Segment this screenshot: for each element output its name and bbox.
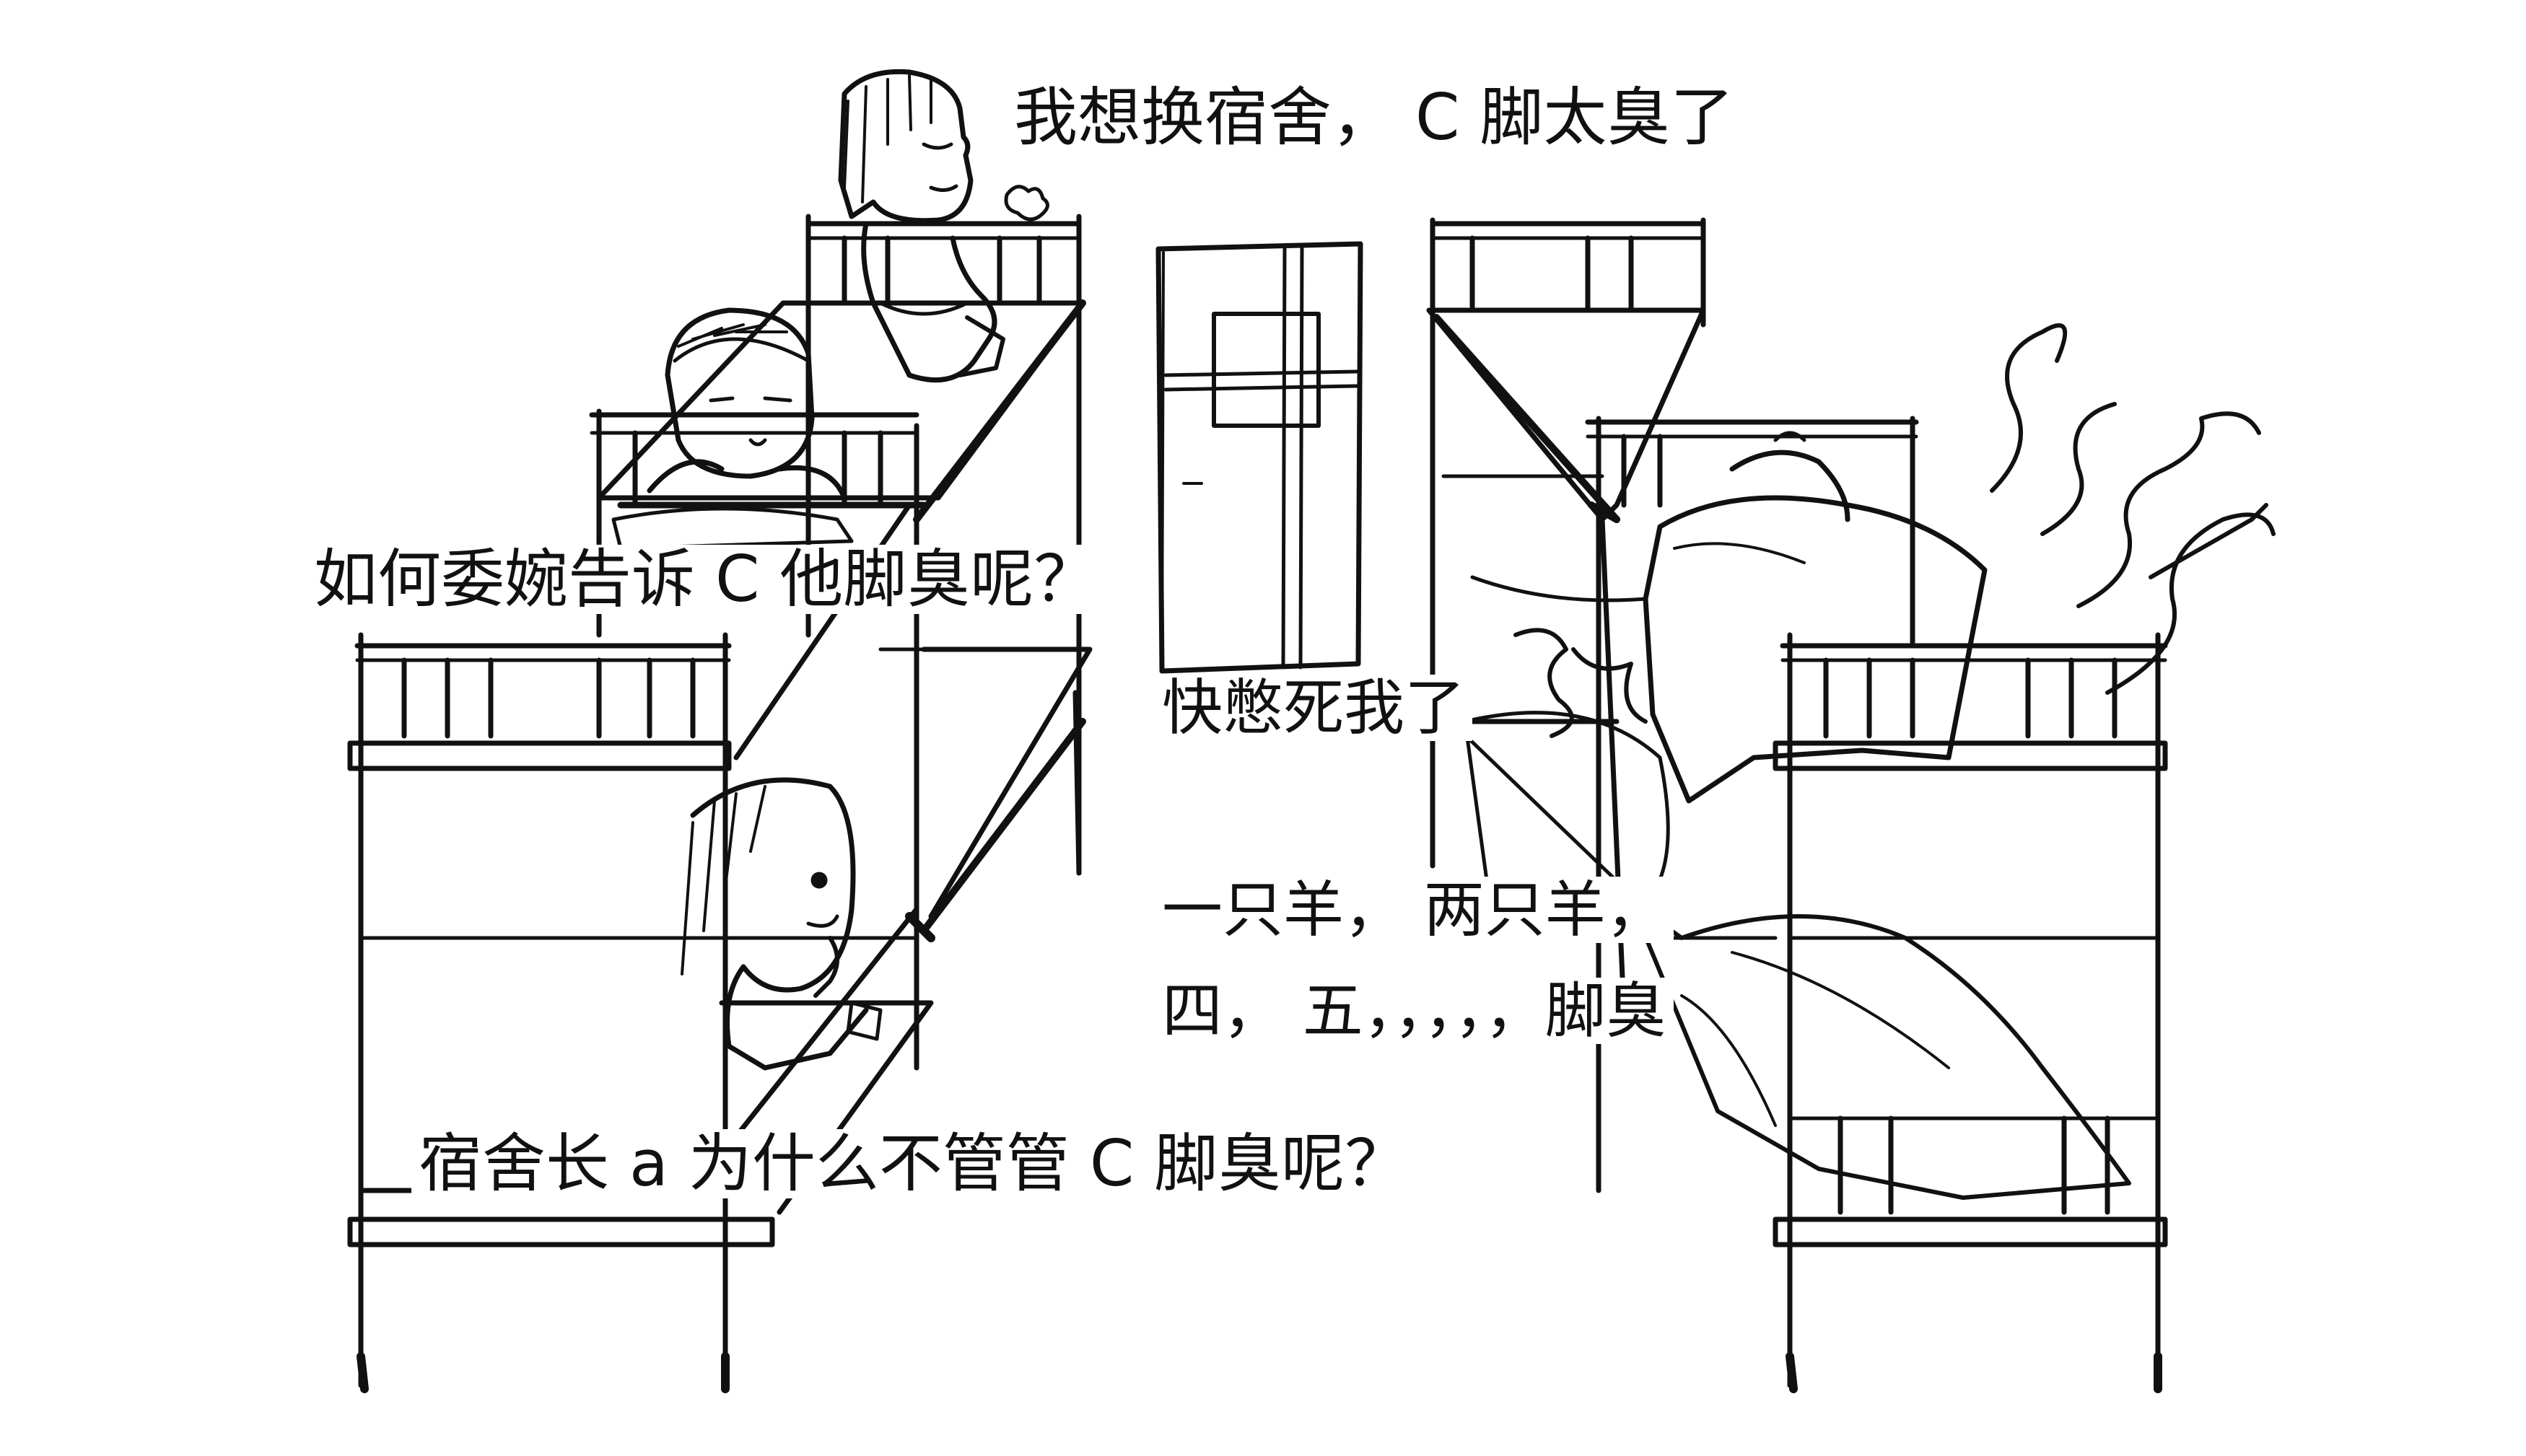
left-front-bunk bbox=[347, 632, 934, 1393]
right-back-bunk bbox=[1426, 217, 1706, 897]
sitting-boy bbox=[838, 69, 1049, 383]
right-front-bunk bbox=[1773, 632, 2168, 1393]
speech-right-middle: 快憋死我了 bbox=[1155, 675, 1473, 741]
bottom-right-sleeper bbox=[1629, 900, 2131, 1200]
speech-counting-sheep: 一只羊， 两只羊， bbox=[1155, 877, 1674, 943]
speech-left-upper: 如何委婉告诉 C 他脚臭呢？ bbox=[307, 545, 1105, 614]
lying-boy bbox=[611, 307, 854, 551]
speech-top-sleeper: 我想换宿舍， C 脚太臭了 bbox=[1007, 83, 1741, 152]
stink-lines bbox=[1990, 323, 2276, 695]
speech-bottom-left: 宿舍长 a 为什么不管管 C 脚臭呢？ bbox=[411, 1129, 1416, 1198]
thinking-boy bbox=[681, 777, 883, 1071]
door bbox=[1155, 241, 1363, 674]
blanket-sleeper bbox=[1463, 431, 1988, 918]
speech-counting-numbers: 四， 五，，，，，脚臭 bbox=[1155, 978, 1674, 1044]
